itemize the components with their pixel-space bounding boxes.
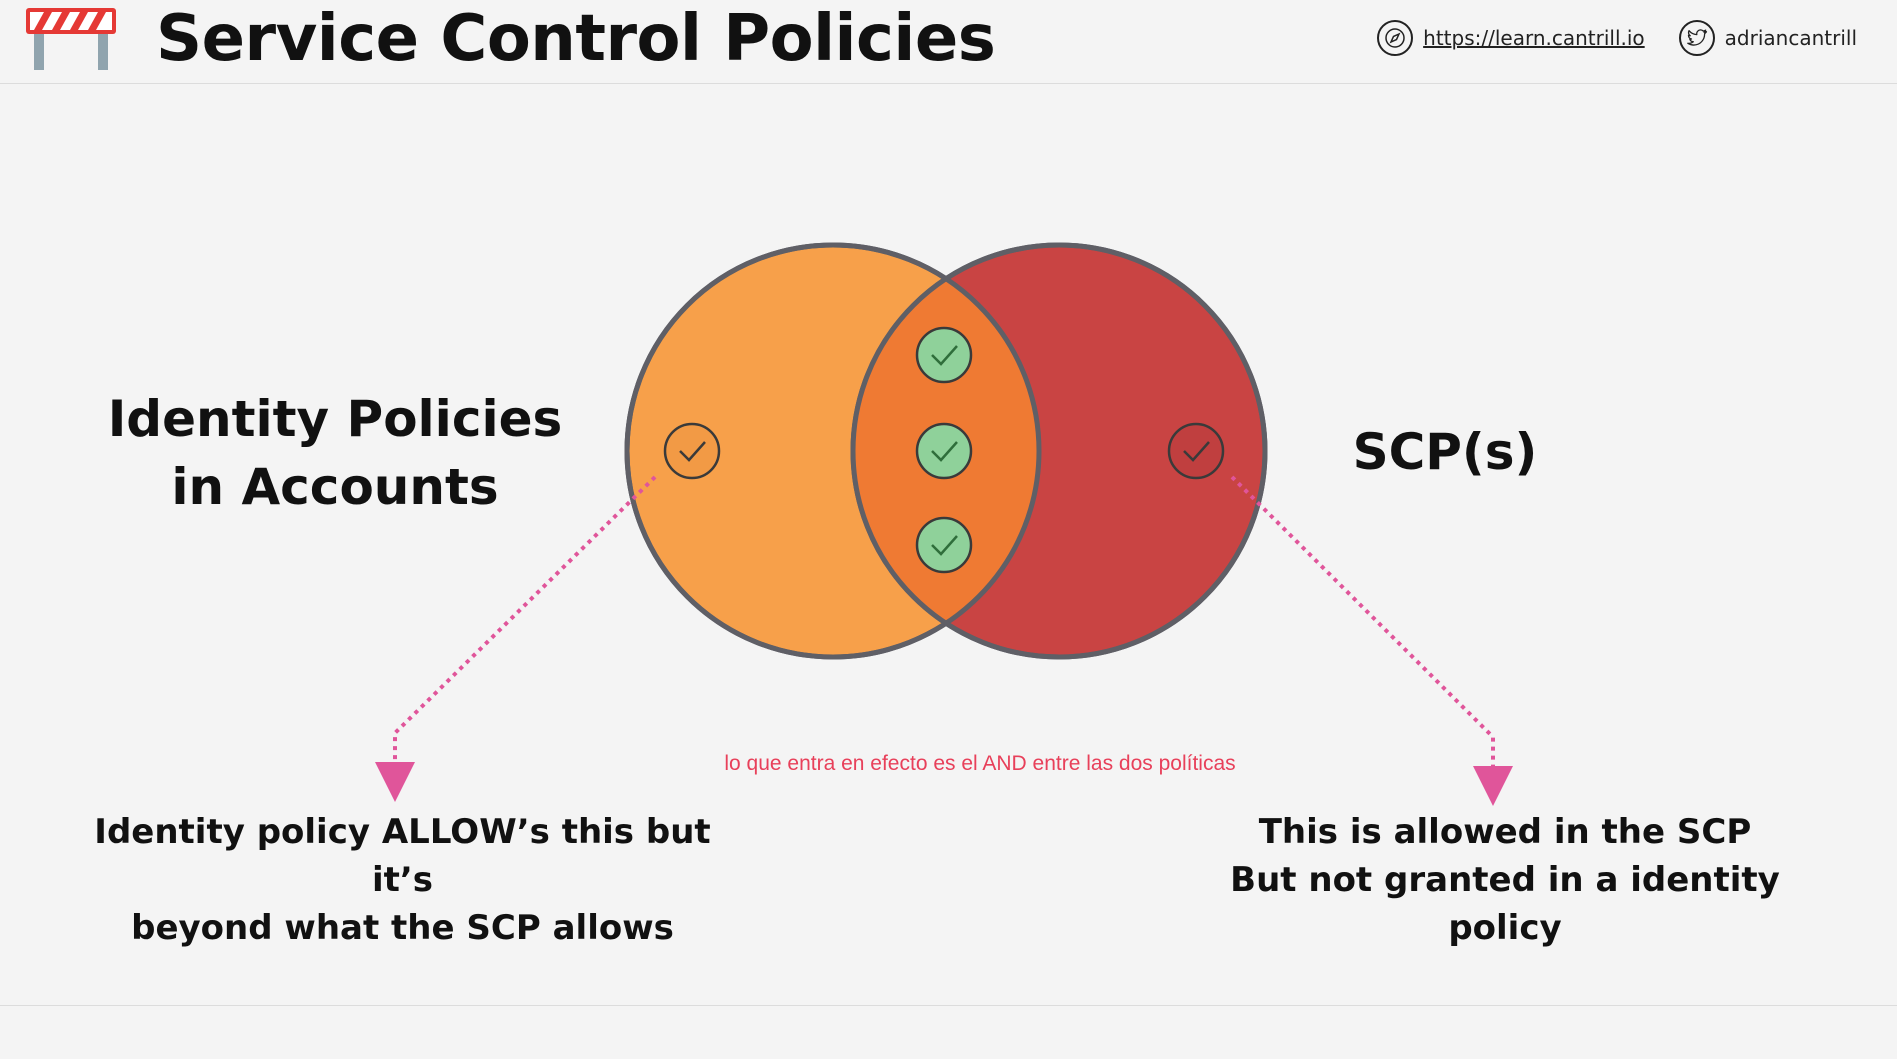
header-bar: Service Control Policies https://learn.c… <box>0 0 1897 84</box>
identity-label-line: in Accounts <box>171 458 499 516</box>
caption-line: But not granted in a identity policy <box>1230 860 1780 948</box>
website-link[interactable]: https://learn.cantrill.io <box>1377 20 1645 56</box>
left-dotted-arrow <box>375 475 657 802</box>
website-url[interactable]: https://learn.cantrill.io <box>1423 26 1645 50</box>
annotation-note: lo que entra en efecto es el AND entre l… <box>724 752 1236 775</box>
right-dotted-arrow <box>1230 475 1513 806</box>
header-links: https://learn.cantrill.io adriancantrill <box>1377 18 1857 58</box>
identity-circle-outline <box>624 242 1042 660</box>
identity-policies-label: Identity Policies in Accounts <box>95 385 575 521</box>
compass-icon <box>1377 20 1414 56</box>
left-caption: Identity policy ALLOW’s this but it’s be… <box>60 808 745 952</box>
caption-line: Identity policy ALLOW’s this but it’s <box>94 812 711 900</box>
footer-divider <box>0 1005 1897 1006</box>
twitter-bird-icon <box>1678 20 1715 56</box>
road-barrier-icon <box>26 8 116 70</box>
caption-line: This is allowed in the SCP <box>1258 812 1752 852</box>
scp-label: SCP(s) <box>1352 423 1538 481</box>
identity-label-line: Identity Policies <box>107 390 563 448</box>
check-icon <box>915 516 973 574</box>
right-caption: This is allowed in the SCP But not grant… <box>1170 808 1840 952</box>
page-title: Service Control Policies <box>156 2 996 76</box>
check-icon <box>915 422 973 480</box>
twitter-link[interactable]: adriancantrill <box>1678 20 1857 56</box>
check-icon <box>915 326 973 384</box>
scp-circle-outline <box>850 242 1268 660</box>
caption-line: beyond what the SCP allows <box>131 908 674 948</box>
twitter-handle[interactable]: adriancantrill <box>1724 26 1857 50</box>
check-icon <box>663 422 721 480</box>
check-icon <box>1167 422 1225 480</box>
